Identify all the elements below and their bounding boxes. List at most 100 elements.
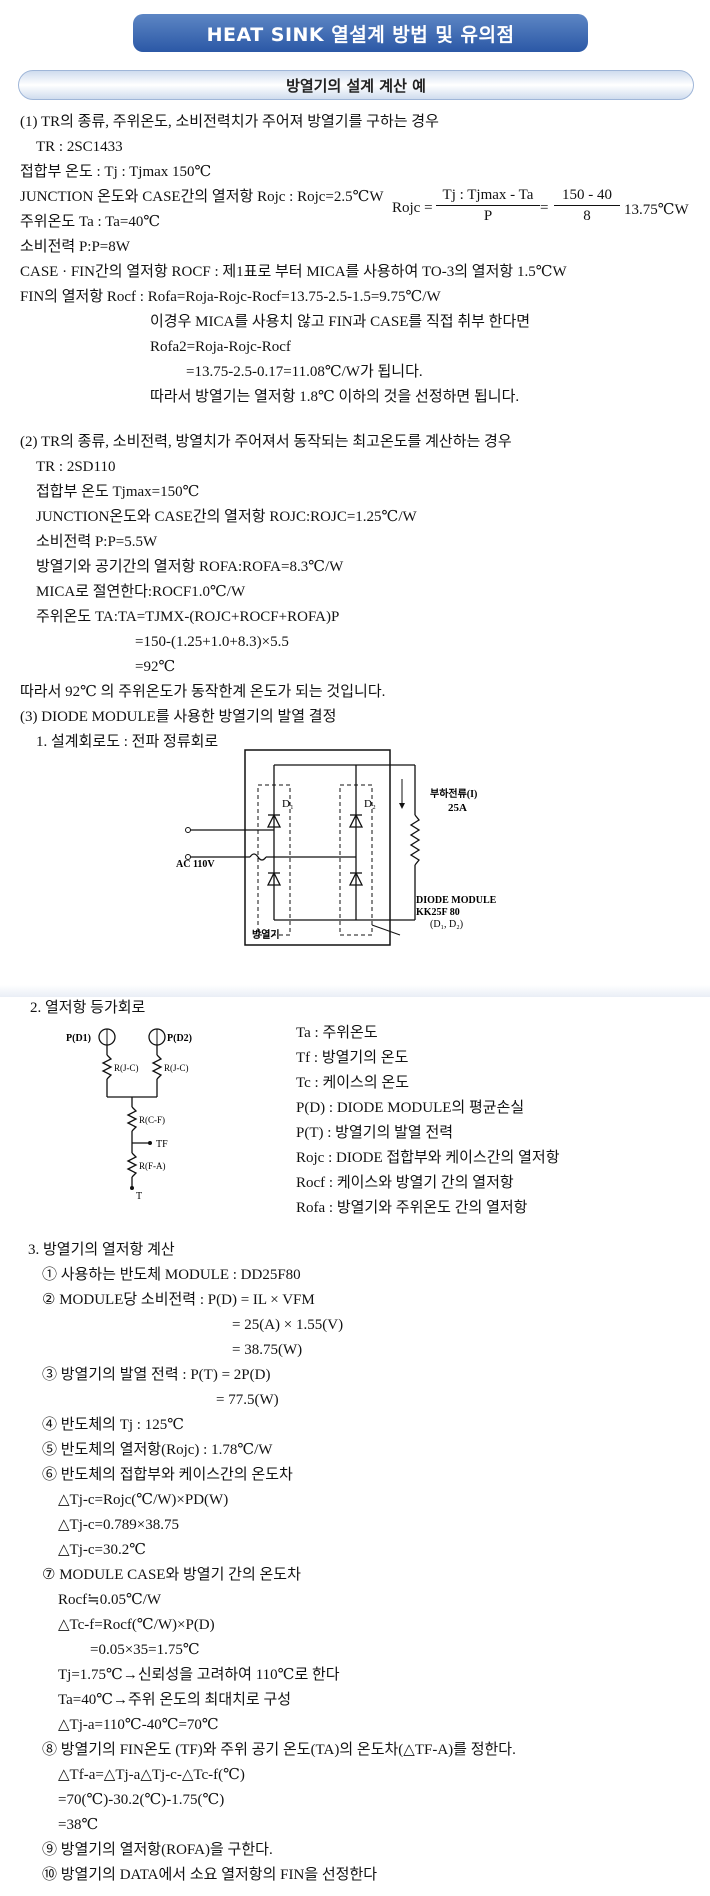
formula-equals: = xyxy=(540,200,549,216)
part2-calc2: =92℃ xyxy=(135,659,176,675)
formula-lhs: Rojc = xyxy=(392,200,433,216)
ac-input-label: AC 110V xyxy=(176,859,215,870)
part1-ta: 주위온도 Ta : Ta=40℃ xyxy=(20,214,161,230)
heatsink-label: 방열기 xyxy=(252,928,280,941)
calc-step: △Tj-c=Rojc(℃/W)×PD(W) xyxy=(58,1492,229,1508)
resistor-rfa xyxy=(126,1152,138,1178)
label-t: T xyxy=(136,1191,142,1202)
diode-d2-lower xyxy=(348,871,364,886)
formula-f2-numerator: 150 - 40 xyxy=(554,186,620,206)
part2-rojc: JUNCTION온도와 CASE간의 열저항 ROJC:ROJC=1.25℃/W xyxy=(36,509,417,525)
module-label-2: KK25F 80 xyxy=(416,907,460,918)
label-rjc-2: R(J-C) xyxy=(164,1063,189,1073)
part2-ta: 주위온도 TA:TA=TJMX-(ROJC+ROCF+ROFA)P xyxy=(36,609,340,625)
calc-step: ⑨ 방열기의 열저항(ROFA)을 구한다. xyxy=(42,1842,273,1858)
calc-step: △Tj-c=30.2℃ xyxy=(58,1542,147,1558)
label-rcf: R(C-F) xyxy=(139,1115,165,1125)
part2-rofa: 방열기와 공기간의 열저항 ROFA:ROFA=8.3℃/W xyxy=(36,559,344,575)
part1-tj: 접합부 온도 : Tj : Tjmax 150℃ xyxy=(20,164,212,180)
calc-step: ⑩ 방열기의 DATA에서 소요 열저항의 FIN을 선정한다 xyxy=(42,1867,378,1883)
legend-item: Rocf : 케이스와 방열기 간의 열저항 xyxy=(296,1175,514,1191)
legend-item: P(T) : 방열기의 발열 전력 xyxy=(296,1125,454,1141)
section-title-bar: 방열기의 설계 계산 예 xyxy=(18,70,694,100)
calc-step: =38℃ xyxy=(58,1817,99,1833)
formula-result: 13.75℃W xyxy=(624,202,689,218)
part3-heading: (3) DIODE MODULE를 사용한 방열기의 발열 결정 xyxy=(20,709,337,725)
part2-conclusion: 따라서 92℃ 의 주위온도가 동작한계 온도가 되는 것입니다. xyxy=(20,684,386,700)
label-tf: TF xyxy=(156,1139,168,1150)
part1-heading: (1) TR의 종류, 주위온도, 소비전력치가 주어져 방열기를 구하는 경우 xyxy=(20,114,439,130)
resistor-rjc-1 xyxy=(101,1054,113,1080)
calc-step: =70(℃)-30.2(℃)-1.75(℃) xyxy=(58,1792,225,1808)
formula-f1-numerator: Tj : Tjmax - Ta xyxy=(436,186,540,206)
calc-step: Rocf≒0.05℃/W xyxy=(58,1592,162,1608)
calc-step: ⑧ 방열기의 FIN온도 (TF)와 주위 공기 온도(TA)의 온도차(△TF… xyxy=(42,1742,516,1758)
part1-note4: 따라서 방열기는 열저항 1.8℃ 이하의 것을 선정하면 됩니다. xyxy=(150,389,520,405)
resistor-rjc-2 xyxy=(151,1054,163,1080)
legend-item: Tc : 케이스의 온도 xyxy=(296,1075,409,1091)
formula-f1-denominator: P xyxy=(483,208,493,224)
part2-heading: (2) TR의 종류, 소비전력, 방열치가 주어져서 동작되는 최고온도를 계… xyxy=(20,434,512,450)
section-title: 방열기의 설계 계산 예 xyxy=(286,76,426,95)
calc-step: ⑦ MODULE CASE와 방열기 간의 온도차 xyxy=(42,1567,301,1583)
calc-step: Ta=40℃→주위 온도의 최대치로 구성 xyxy=(58,1692,292,1708)
calc-step: ② MODULE당 소비전력 : P(D) = IL × VFM xyxy=(42,1292,315,1308)
legend-item: Tf : 방열기의 온도 xyxy=(296,1050,409,1066)
load-current-value: 25A xyxy=(448,802,467,814)
label-rjc-1: R(J-C) xyxy=(114,1063,139,1073)
formula-fraction-1: Tj : Tjmax - Ta P xyxy=(436,186,540,226)
diode-label-d2: D₂ xyxy=(364,798,376,810)
part2-tr: TR : 2SD110 xyxy=(36,459,116,475)
diode-d1-upper xyxy=(266,813,282,828)
calc-step: = 25(A) × 1.55(V) xyxy=(232,1317,344,1333)
calc-step: =0.05×35=1.75℃ xyxy=(90,1642,200,1658)
diode-d2-upper xyxy=(348,813,364,828)
legend-item: P(D) : DIODE MODULE의 평균손실 xyxy=(296,1100,525,1116)
part2-power: 소비전력 P:P=5.5W xyxy=(36,534,158,550)
calc-step: = 38.75(W) xyxy=(232,1342,303,1358)
module-label-1: DIODE MODULE xyxy=(416,895,497,906)
formula-fraction-2: 150 - 40 8 xyxy=(554,186,620,226)
part3-sub1: 1. 설계회로도 : 전파 정류회로 xyxy=(36,734,219,750)
calc-step: ① 사용하는 반도체 MODULE : DD25F80 xyxy=(42,1267,301,1283)
calc-step: △Tc-f=Rocf(℃/W)×P(D) xyxy=(58,1617,215,1633)
formula-f2-denominator: 8 xyxy=(583,208,591,224)
legend-item: Rojc : DIODE 접합부와 케이스간의 열저항 xyxy=(296,1150,560,1166)
label-rfa: R(F-A) xyxy=(139,1161,166,1171)
calc-step: = 77.5(W) xyxy=(216,1392,279,1408)
rojc-formula: Rojc = Tj : Tjmax - Ta P = 150 - 40 8 13… xyxy=(392,186,689,236)
module-label-3: (D₁, D₂) xyxy=(430,919,463,930)
part1-note3: =13.75-2.5-0.17=11.08℃/W가 됩니다. xyxy=(186,364,423,380)
label-p1: P(D1) xyxy=(66,1033,91,1044)
calc-step: ⑥ 반도체의 접합부와 케이스간의 온도차 xyxy=(42,1467,293,1483)
calc-step: △Tf-a=△Tj-a△Tj-c-△Tc-f(℃) xyxy=(58,1767,245,1783)
part3-sub3: 3. 방열기의 열저항 계산 xyxy=(28,1242,175,1258)
diode-label-d1: D₁ xyxy=(282,798,294,810)
resistor-rcf xyxy=(126,1106,138,1132)
load-current-label: 부하전류(I) xyxy=(430,787,477,800)
part1-rofa: FIN의 열저항 Rocf : Rofa=Roja-Rojc-Rocf=13.7… xyxy=(20,289,441,305)
part1-rocf: CASE · FIN간의 열저항 ROCF : 제1표로 부터 MICA를 사용… xyxy=(20,264,567,280)
legend-item: Ta : 주위온도 xyxy=(296,1025,378,1041)
heatsink-outline xyxy=(244,749,391,946)
rectifier-circuit-diagram: D₁ D₂ AC 110V 부하전류(I) 25A DIODE MODULE K… xyxy=(176,749,497,946)
calc-step: ⑤ 반도체의 열저항(Rojc) : 1.78℃/W xyxy=(42,1442,273,1458)
section-divider xyxy=(0,985,710,997)
page-title: HEAT SINK 열설계 방법 및 유의점 xyxy=(133,14,588,52)
calc-step: △Tj-a=110℃-40℃=70℃ xyxy=(58,1717,219,1733)
part1-tr: TR : 2SC1433 xyxy=(36,139,123,155)
thermal-equivalent-circuit: P(D1) P(D2) R(J-C) R(J-C) R(C-F) TF R(F-… xyxy=(66,1028,192,1202)
calc-step: Tj=1.75℃→신뢰성을 고려하여 110℃로 한다 xyxy=(58,1667,340,1683)
part1-power: 소비전력 P:P=8W xyxy=(20,239,130,255)
part2-calc1: =150-(1.25+1.0+8.3)×5.5 xyxy=(135,634,289,650)
calc-step: ④ 반도체의 Tj : 125℃ xyxy=(42,1417,184,1433)
label-p2: P(D2) xyxy=(167,1033,192,1044)
part3-sub2: 2. 열저항 등가회로 xyxy=(30,1000,146,1016)
diode-d1-lower xyxy=(266,871,282,886)
part1-note1: 이경우 MICA를 사용치 않고 FIN과 CASE를 직접 취부 한다면 xyxy=(150,314,531,330)
part2-tj: 접합부 온도 Tjmax=150℃ xyxy=(36,484,200,500)
legend-item: Rofa : 방열기와 주위온도 간의 열저항 xyxy=(296,1200,528,1216)
part2-mica: MICA로 절연한다:ROCF1.0℃/W xyxy=(36,584,246,600)
load-resistor xyxy=(409,814,421,866)
calc-step: △Tj-c=0.789×38.75 xyxy=(58,1517,179,1533)
